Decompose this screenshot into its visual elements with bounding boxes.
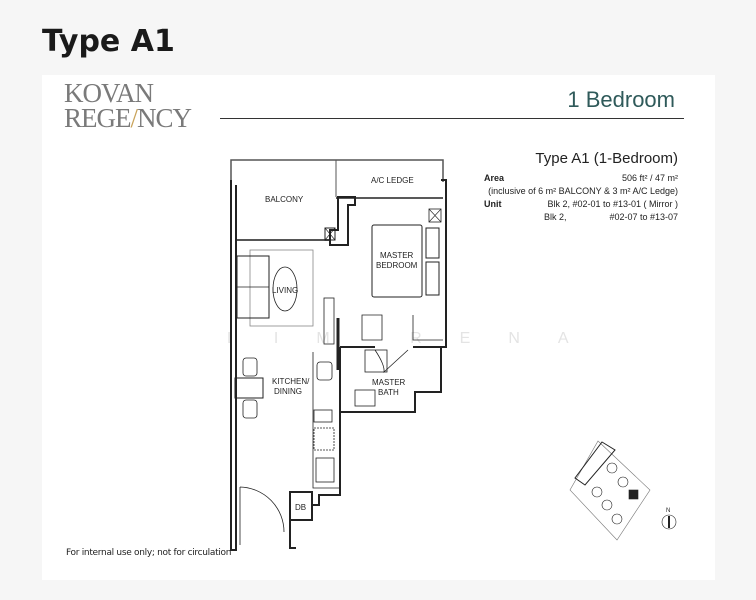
label-living: LIVING (272, 286, 298, 295)
label-db: DB (295, 503, 306, 512)
label-master-bedroom-2: BEDROOM (376, 261, 418, 270)
unit-line1: Blk 2, #02-01 to #13-01 ( Mirror ) (547, 198, 678, 209)
label-kitchen-1: KITCHEN/ (272, 377, 310, 386)
footer-note: For internal use only; not for circulati… (66, 548, 232, 558)
floor-plan: BALCONY A/C LEDGE MASTER BEDROOM LIVING … (230, 159, 677, 551)
unit-label: Unit (484, 198, 502, 209)
label-kitchen-2: DINING (274, 387, 302, 396)
area-label: Area (484, 172, 505, 183)
unit-type: Type A1 (1-Bedroom) (535, 150, 678, 167)
unit-line2-range: #02-07 to #13-07 (609, 211, 678, 222)
label-balcony: BALCONY (265, 195, 304, 204)
bedroom-heading: 1 Bedroom (567, 87, 675, 112)
area-inclusive: (inclusive of 6 m² BALCONY & 3 m² A/C Le… (488, 185, 678, 196)
key-plan: N (569, 440, 677, 541)
label-master-bedroom-1: MASTER (380, 251, 414, 260)
north-label: N (666, 508, 670, 514)
label-master-bath-2: BATH (378, 388, 399, 397)
area-value: 506 ft² / 47 m² (621, 172, 678, 183)
page-title: Type A1 (42, 24, 175, 59)
unit-line2-blk: Blk 2, (544, 211, 567, 222)
divider (220, 118, 684, 119)
label-master-bath-1: MASTER (372, 378, 406, 387)
watermark: LIM RENA (227, 330, 607, 347)
label-ac-ledge: A/C LEDGE (371, 176, 414, 185)
